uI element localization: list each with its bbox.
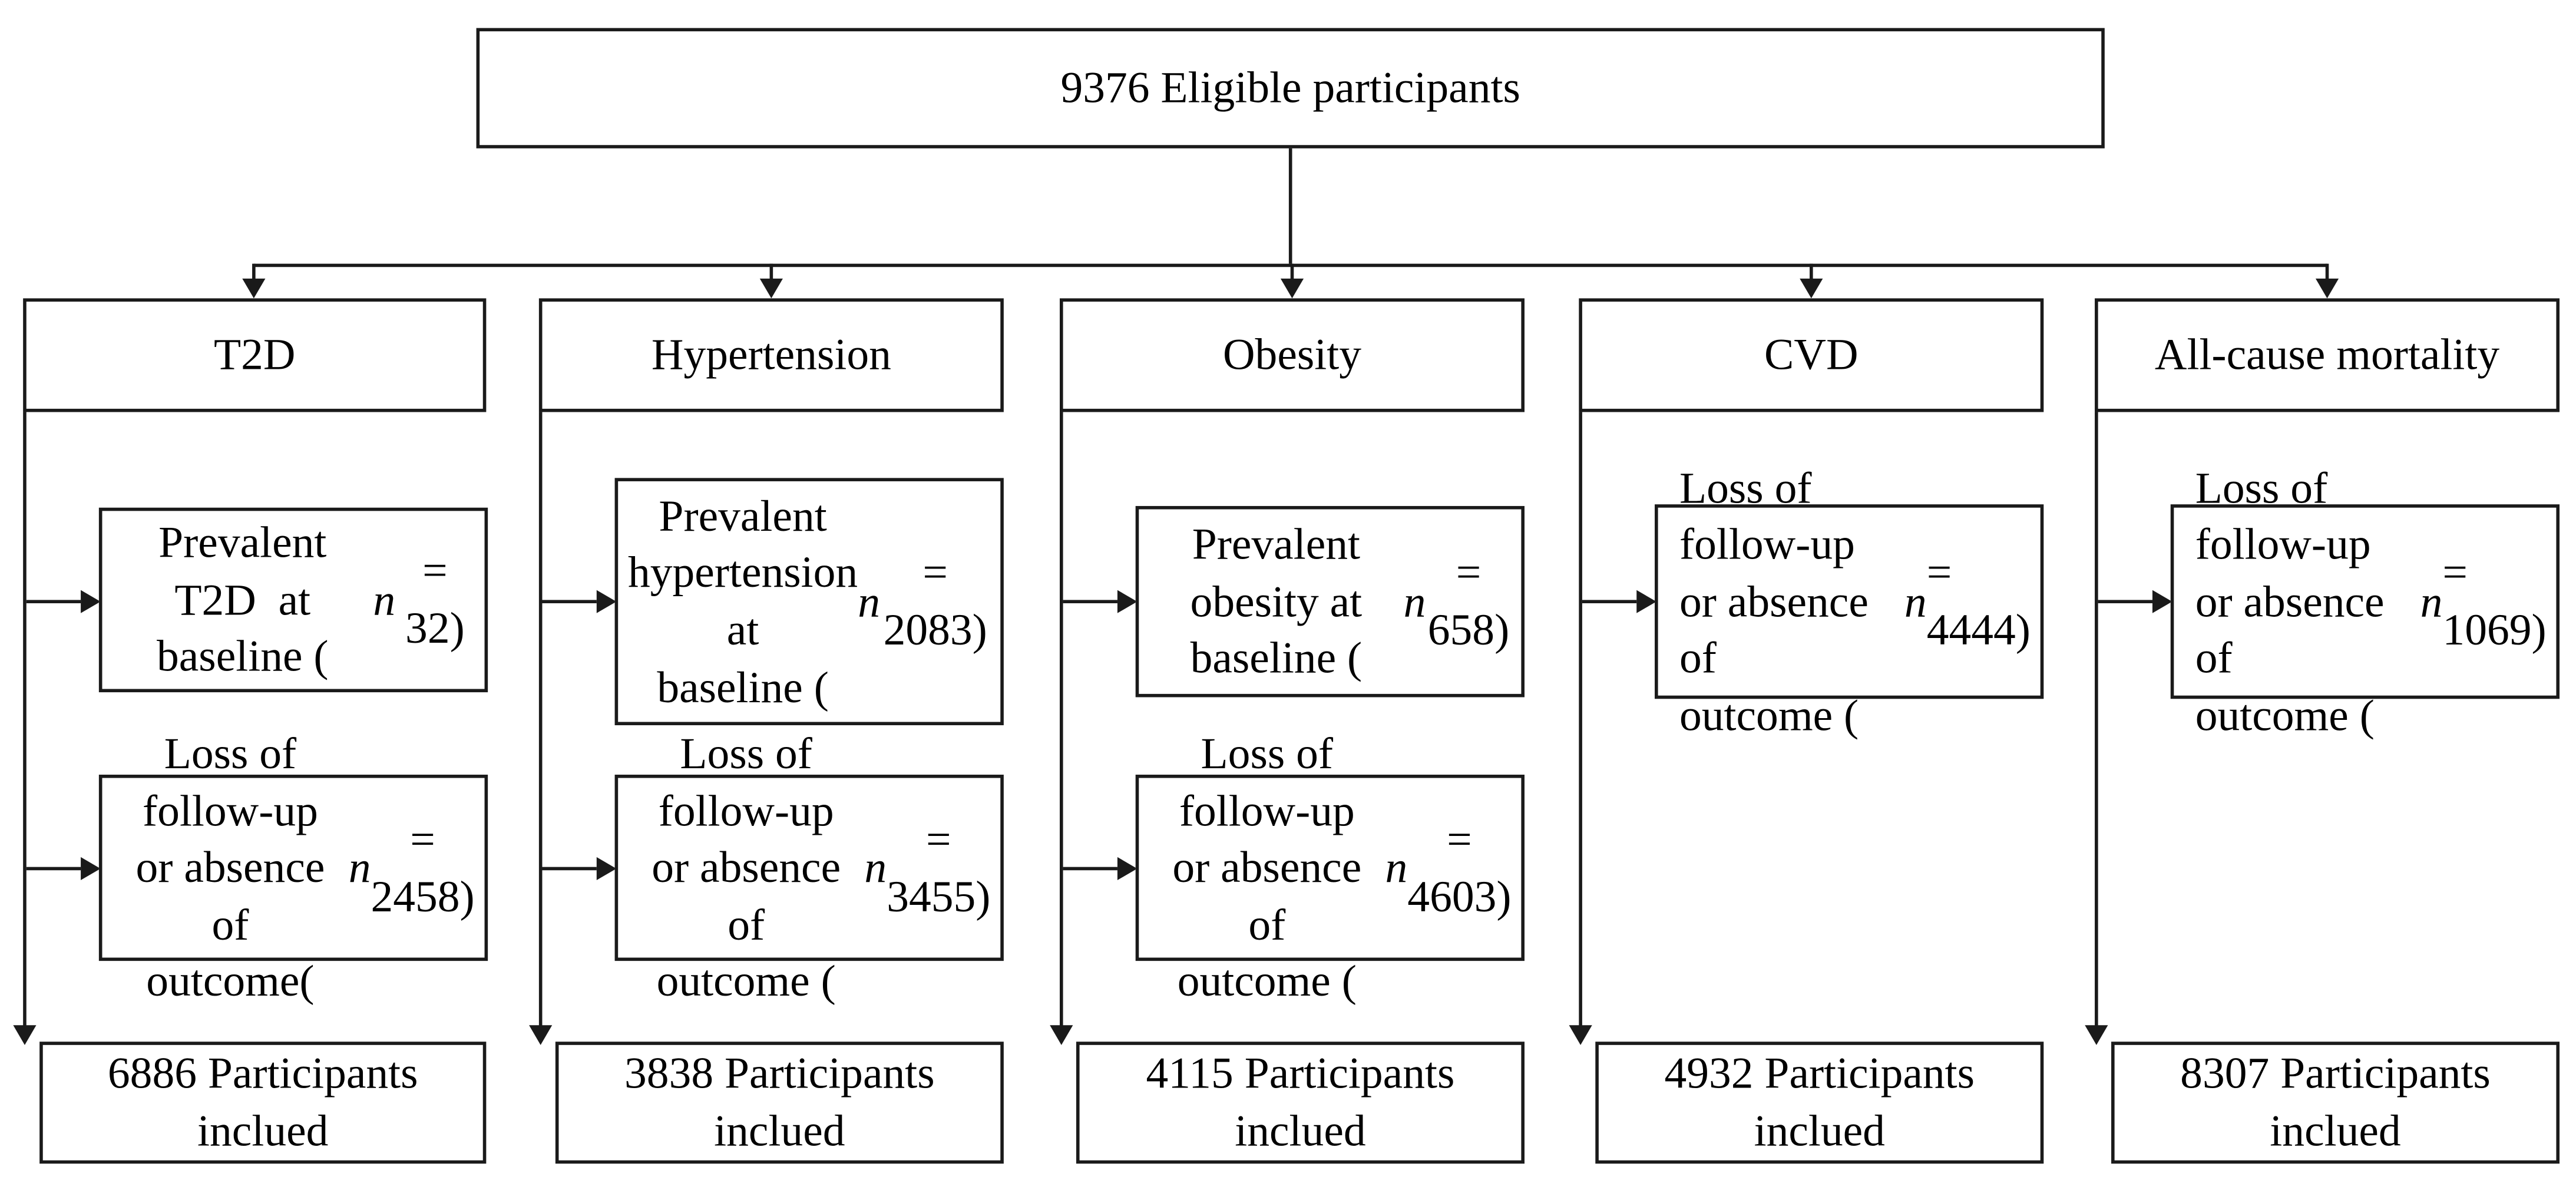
branch-arrow-line bbox=[542, 600, 597, 604]
arrowhead-right-icon bbox=[2152, 590, 2172, 613]
n-symbol: n bbox=[864, 842, 887, 892]
result-box-mortality: 8307 Participants inclued bbox=[2111, 1042, 2560, 1164]
exclusion-box-obesity-loss: Loss of follow-up or absence of outcome … bbox=[1135, 729, 1525, 1006]
column-header-cvd: CVD bbox=[1579, 298, 2044, 412]
n-symbol: n bbox=[1904, 576, 1927, 626]
exclusion-box-hypertension-loss: Loss of follow-up or absence of outcome … bbox=[614, 729, 1004, 1006]
exclusion-text: Loss of follow-up or absence of outcome( bbox=[135, 729, 325, 1006]
arrowhead-down-icon bbox=[529, 1025, 553, 1045]
branch-arrow-line bbox=[26, 600, 81, 604]
exclusion-box-t2d-prevalent: Prevalent T2D at baseline ( n = 32) bbox=[98, 507, 488, 693]
eligible-participants-box: 9376 Eligible participants bbox=[476, 28, 2105, 148]
column-header-all-cause-mortality: All-cause mortality bbox=[2095, 298, 2560, 412]
result-box-cvd: 4932 Participants inclued bbox=[1595, 1042, 2044, 1164]
column-header-hypertension: Hypertension bbox=[538, 298, 1004, 412]
exclusion-box-mortality-loss: Loss of follow-up or absence of outcome … bbox=[2170, 462, 2560, 740]
exclusion-box-obesity-prevalent: Prevalent obesity at baseline ( n = 658) bbox=[1135, 505, 1525, 698]
connector-line bbox=[769, 263, 773, 282]
arrowhead-down-icon bbox=[242, 278, 266, 299]
arrowhead-down-icon bbox=[2085, 1025, 2108, 1045]
connector-line bbox=[252, 263, 256, 282]
exclusion-text: = 4444) bbox=[1926, 548, 2031, 654]
arrowhead-down-icon bbox=[2315, 278, 2339, 299]
exclusion-text: Loss of follow-up or absence of outcome … bbox=[2195, 462, 2385, 740]
branch-arrow-line bbox=[1063, 867, 1117, 871]
exclusion-text: Prevalent hypertension at baseline ( bbox=[627, 491, 858, 712]
connector-line bbox=[1810, 263, 1813, 282]
exclusion-text: Loss of follow-up or absence of outcome … bbox=[1172, 729, 1362, 1006]
exclusion-text: = 658) bbox=[1427, 548, 1510, 654]
exclusion-text: = 2458) bbox=[371, 814, 475, 921]
n-symbol: n bbox=[348, 842, 371, 892]
exclusion-text: Prevalent obesity at baseline ( bbox=[1190, 519, 1363, 683]
arrowhead-right-icon bbox=[81, 857, 101, 881]
arrowhead-down-icon bbox=[1050, 1025, 1073, 1045]
arrowhead-down-icon bbox=[1800, 278, 1823, 299]
connector-line bbox=[1579, 412, 1582, 1029]
n-symbol: n bbox=[858, 576, 880, 626]
n-symbol: n bbox=[1403, 576, 1426, 626]
exclusion-text: Loss of follow-up or absence of outcome … bbox=[652, 729, 841, 1006]
n-symbol: n bbox=[2420, 576, 2443, 626]
n-symbol: n bbox=[373, 574, 396, 624]
exclusion-text: = 2083) bbox=[883, 548, 987, 654]
connector-line bbox=[2325, 263, 2329, 282]
branch-arrow-line bbox=[542, 867, 597, 871]
column-header-t2d: T2D bbox=[23, 298, 487, 412]
arrowhead-down-icon bbox=[759, 278, 783, 299]
connector-line bbox=[1060, 412, 1063, 1029]
exclusion-text: Prevalent T2D at baseline ( bbox=[157, 517, 329, 682]
exclusion-box-t2d-loss: Loss of follow-up or absence of outcome(… bbox=[98, 729, 488, 1006]
exclusion-box-hypertension-prevalent: Prevalent hypertension at baseline (n = … bbox=[614, 478, 1004, 726]
exclusion-text: = 4603) bbox=[1407, 814, 1512, 921]
exclusion-box-cvd-loss: Loss of follow-up or absence of outcome … bbox=[1655, 462, 2044, 740]
result-box-hypertension: 3838 Participants inclued bbox=[555, 1042, 1004, 1164]
arrowhead-right-icon bbox=[81, 590, 101, 613]
arrowhead-right-icon bbox=[1117, 857, 1137, 881]
column-header-obesity: Obesity bbox=[1060, 298, 1525, 412]
arrowhead-right-icon bbox=[1117, 590, 1137, 613]
branch-arrow-line bbox=[2098, 600, 2152, 604]
arrowhead-down-icon bbox=[1280, 278, 1304, 299]
branch-arrow-line bbox=[1063, 600, 1117, 604]
connector-line bbox=[2095, 412, 2098, 1029]
connector-line bbox=[23, 412, 27, 1029]
exclusion-text: = 3455) bbox=[887, 814, 991, 921]
arrowhead-down-icon bbox=[1569, 1025, 1592, 1045]
arrowhead-right-icon bbox=[596, 590, 617, 613]
arrowhead-right-icon bbox=[1636, 590, 1656, 613]
connector-line bbox=[538, 412, 543, 1029]
arrowhead-down-icon bbox=[13, 1025, 37, 1045]
branch-arrow-line bbox=[1582, 600, 1637, 604]
branch-arrow-line bbox=[26, 867, 81, 871]
connector-line bbox=[1288, 148, 1292, 264]
result-box-obesity: 4115 Participants inclued bbox=[1076, 1042, 1525, 1164]
exclusion-text: Loss of follow-up or absence of outcome … bbox=[1679, 462, 1869, 740]
n-symbol: n bbox=[1385, 842, 1408, 892]
result-box-t2d: 6886 Participants inclued bbox=[39, 1042, 487, 1164]
connector-line bbox=[1290, 263, 1294, 282]
arrowhead-right-icon bbox=[596, 857, 617, 881]
exclusion-text: = 32) bbox=[405, 546, 465, 653]
exclusion-text: = 1069) bbox=[2442, 548, 2547, 654]
